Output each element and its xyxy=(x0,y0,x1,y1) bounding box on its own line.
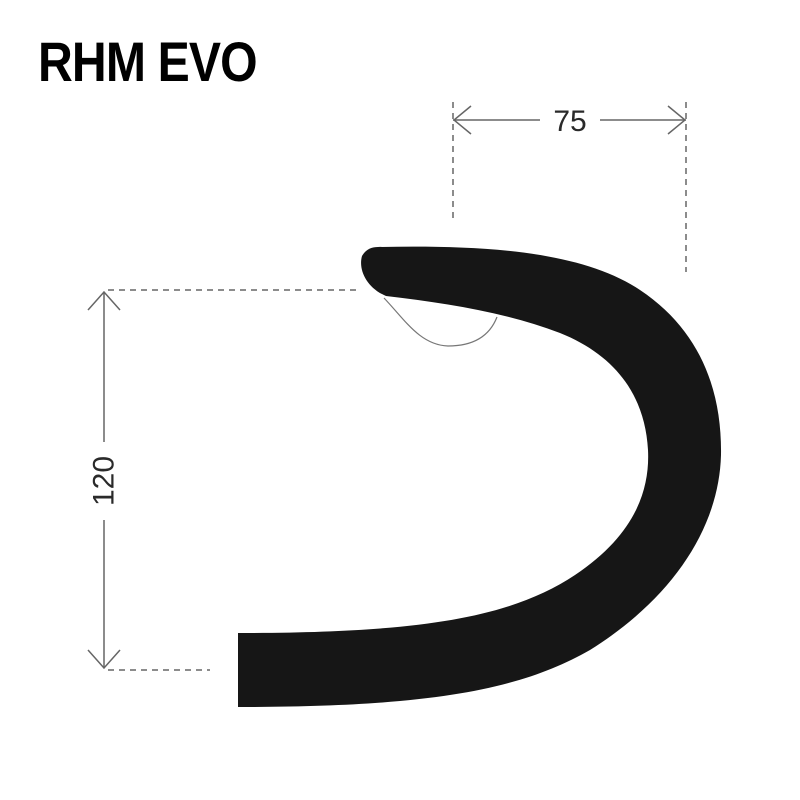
reach-arrow-right xyxy=(667,105,687,135)
lever-clamp-outline xyxy=(383,297,498,347)
reach-dimension: 75 xyxy=(452,102,687,272)
drop-dimension: 120 xyxy=(87,289,360,671)
reach-label: 75 xyxy=(553,105,586,138)
reach-arrow-left xyxy=(452,105,472,135)
drop-label: 120 xyxy=(88,456,121,506)
handlebar-drop-shape xyxy=(238,246,722,707)
product-title: RHM EVO xyxy=(38,30,258,93)
drop-arrow-top xyxy=(87,290,121,311)
drop-arrow-bottom xyxy=(87,649,121,670)
